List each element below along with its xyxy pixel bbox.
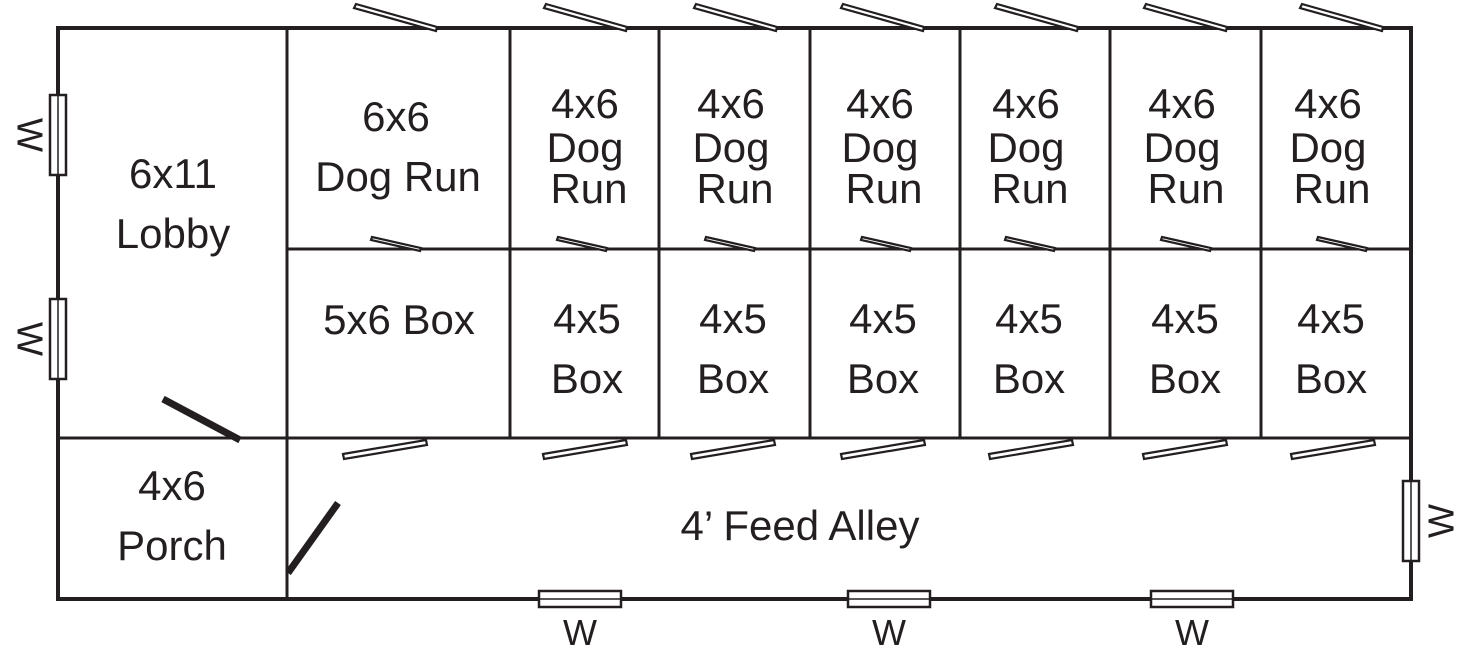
box-4-label: Box — [993, 355, 1065, 402]
first-box-label: 5x6 Box — [323, 296, 475, 343]
run-6-dog: Dog — [1289, 124, 1366, 171]
alley-doors — [341, 438, 1377, 461]
door-alley-2 — [541, 438, 629, 461]
door-top-7 — [1298, 2, 1385, 33]
window-label-right: W — [1421, 504, 1462, 538]
door-mid-3 — [703, 235, 757, 253]
box-2-label: Box — [697, 355, 769, 402]
door-mid-5 — [1003, 235, 1057, 253]
door-alley-3 — [689, 438, 777, 461]
alley-entry-door — [285, 500, 341, 576]
run-6-run: Run — [1293, 165, 1370, 212]
first-run-label-name: Dog Run — [315, 153, 481, 200]
box-5-label: Box — [1149, 355, 1221, 402]
door-alley-5 — [987, 438, 1075, 461]
box-2-size: 4x5 — [699, 295, 767, 342]
run-4-dog: Dog — [987, 124, 1064, 171]
box-3-size: 4x5 — [849, 295, 917, 342]
boxes: 4x5 Box 4x5 Box 4x5 Box 4x5 Box 4x5 Box … — [551, 295, 1367, 402]
run-6-size: 4x6 — [1294, 80, 1362, 127]
window-label-left-bottom: W — [10, 322, 51, 356]
windows — [48, 93, 1421, 609]
run-2-size: 4x6 — [697, 80, 765, 127]
box-4-size: 4x5 — [995, 295, 1063, 342]
box-5-size: 4x5 — [1151, 295, 1219, 342]
porch-label-name: Porch — [117, 522, 227, 569]
run-1-dog: Dog — [546, 124, 623, 171]
door-mid-4 — [859, 235, 913, 253]
door-alley-4 — [839, 438, 927, 461]
lobby-label-size: 6x11 — [129, 150, 217, 197]
run-2-dog: Dog — [692, 124, 769, 171]
run-2-run: Run — [696, 165, 773, 212]
run-3-run: Run — [845, 165, 922, 212]
door-top-6 — [1142, 2, 1229, 33]
dog-runs: 4x6 Dog Run 4x6 Dog Run 4x6 Dog Run 4x6 … — [546, 80, 1370, 212]
lobby-label-name: Lobby — [116, 210, 230, 257]
box-3-label: Box — [847, 355, 919, 402]
door-top-2 — [542, 2, 629, 33]
top-doors — [352, 2, 1385, 33]
run-1-run: Run — [550, 165, 627, 212]
door-top-4 — [839, 2, 926, 33]
first-run-label-size: 6x6 — [362, 93, 430, 140]
run-5-run: Run — [1147, 165, 1224, 212]
run-3-dog: Dog — [841, 124, 918, 171]
door-top-3 — [692, 2, 779, 33]
box-1-label: Box — [551, 355, 623, 402]
window-label-bottom-3: W — [1175, 612, 1209, 653]
box-6-size: 4x5 — [1297, 295, 1365, 342]
box-1-size: 4x5 — [553, 295, 621, 342]
box-6-label: Box — [1295, 355, 1367, 402]
run-3-size: 4x6 — [846, 80, 914, 127]
window-label-bottom-1: W — [563, 612, 597, 653]
lobby-door — [161, 395, 242, 444]
door-mid-1 — [369, 235, 423, 253]
run-box-doors — [369, 235, 1369, 253]
door-top-1 — [352, 2, 439, 33]
run-1-size: 4x6 — [551, 80, 619, 127]
run-4-run: Run — [991, 165, 1068, 212]
door-top-5 — [993, 2, 1080, 33]
door-mid-7 — [1315, 235, 1369, 253]
porch-label-size: 4x6 — [138, 462, 206, 509]
door-mid-6 — [1159, 235, 1213, 253]
door-mid-2 — [555, 235, 609, 253]
walls — [56, 26, 1413, 601]
door-alley-7 — [1289, 438, 1377, 461]
window-label-left-top: W — [10, 118, 51, 152]
run-5-dog: Dog — [1143, 124, 1220, 171]
run-4-size: 4x6 — [992, 80, 1060, 127]
window-label-bottom-2: W — [872, 612, 906, 653]
door-alley-6 — [1141, 438, 1229, 461]
run-5-size: 4x6 — [1148, 80, 1216, 127]
alley-label: 4’ Feed Alley — [681, 502, 920, 549]
door-alley-1 — [341, 438, 429, 461]
